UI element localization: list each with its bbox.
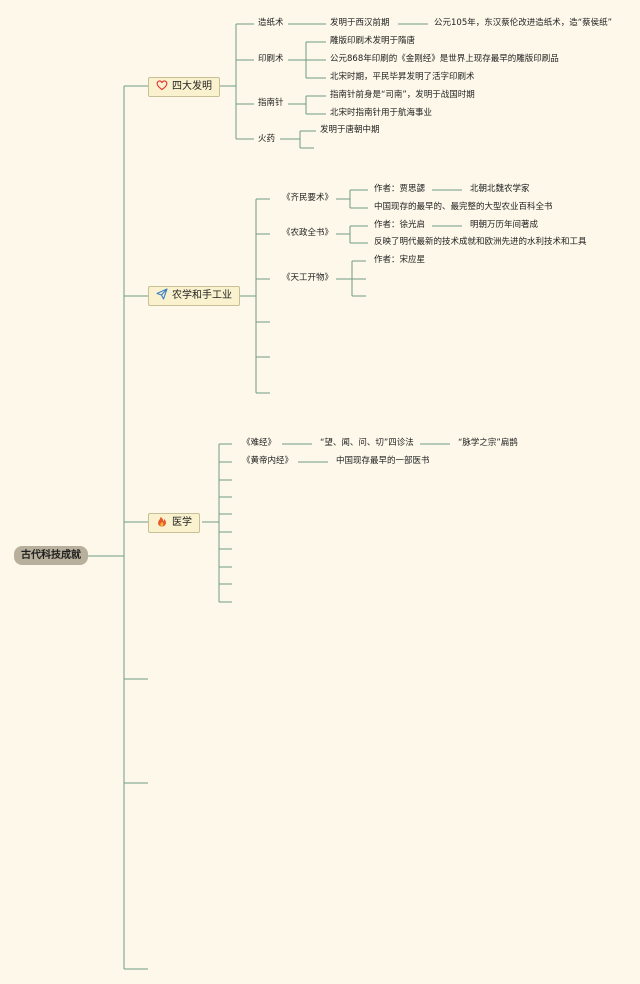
detail-print-2[interactable]: 公元868年印刷的《金刚经》是世界上现存最早的雕版印刷品: [330, 54, 559, 64]
detail-nanjing-1[interactable]: “望、闻、问、切”四诊法: [320, 438, 414, 448]
detail-nanjing-grand[interactable]: “脉学之宗”扁鹊: [458, 438, 518, 448]
detail-qimin-grand[interactable]: 北朝北魏农学家: [470, 184, 530, 194]
branch-medicine[interactable]: 医学: [148, 513, 200, 533]
item-compass[interactable]: 指南针: [258, 98, 284, 108]
detail-qimin-author[interactable]: 作者：贾思勰: [374, 184, 426, 194]
detail-print-3[interactable]: 北宋时期，平民毕昇发明了活字印刷术: [330, 72, 475, 82]
item-nanjing[interactable]: 《难经》: [242, 438, 277, 448]
detail-compass-2[interactable]: 北宋时指南针用于航海事业: [330, 108, 433, 118]
detail-paper-1[interactable]: 发明于西汉前期: [330, 18, 390, 28]
detail-tiangong-author[interactable]: 作者：宋应星: [374, 255, 426, 265]
branch-label: 农学和手工业: [172, 290, 232, 301]
detail-nongzheng-author[interactable]: 作者：徐光启: [374, 220, 426, 230]
detail-gunpowder-1[interactable]: 发明于唐朝中期: [320, 125, 380, 135]
branch-four-inventions[interactable]: 四大发明: [148, 77, 220, 97]
detail-nongzheng-grand[interactable]: 明朝万历年间著成: [470, 220, 539, 230]
paper-plane-icon: [156, 288, 168, 300]
item-huangdineijing[interactable]: 《黄帝内经》: [242, 456, 294, 466]
root-node[interactable]: 古代科技成就: [14, 546, 88, 565]
detail-qimin-2[interactable]: 中国现存的最早的、最完整的大型农业百科全书: [374, 202, 553, 212]
detail-paper-grand[interactable]: 公元105年，东汉蔡伦改进造纸术，造“蔡侯纸”: [434, 18, 613, 28]
heart-icon: [156, 80, 168, 91]
item-qiminyaoshu[interactable]: 《齐民要术》: [282, 193, 334, 203]
detail-nongzheng-2[interactable]: 反映了明代最新的技术成就和欧洲先进的水利技术和工具: [374, 237, 587, 247]
branch-label: 医学: [172, 517, 192, 528]
item-tiangongkaiwu[interactable]: 《天工开物》: [282, 273, 334, 283]
item-nongzhengquanshu[interactable]: 《农政全书》: [282, 228, 334, 238]
detail-compass-1[interactable]: 指南针前身是“司南”，发明于战国时期: [330, 90, 475, 100]
detail-print-1[interactable]: 雕版印刷术发明于隋唐: [330, 36, 416, 46]
item-printing[interactable]: 印刷术: [258, 54, 284, 64]
fire-icon: [158, 517, 166, 527]
detail-neijing-1[interactable]: 中国现存最早的一部医书: [336, 456, 430, 466]
branch-label: 四大发明: [172, 81, 212, 92]
item-papermaking[interactable]: 造纸术: [258, 18, 284, 28]
branch-agriculture-handicraft[interactable]: 农学和手工业: [148, 286, 240, 306]
item-gunpowder[interactable]: 火药: [258, 134, 276, 144]
